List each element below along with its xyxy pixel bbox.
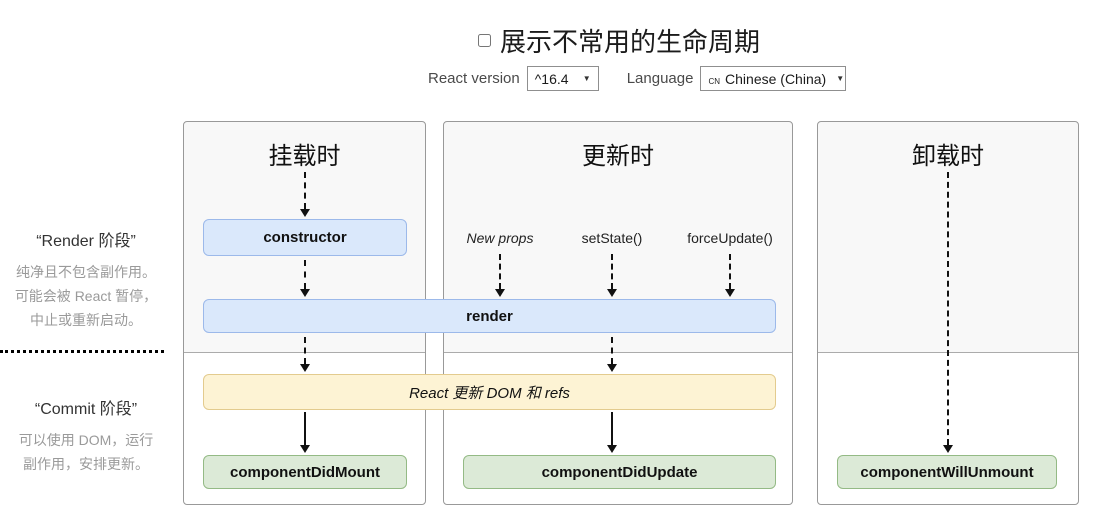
react-updates-dom-refs-box: React 更新 DOM 和 refs — [203, 374, 776, 410]
phase-divider-dotted-line — [0, 350, 164, 353]
arrow-render-to-domupdate-mounting — [304, 337, 306, 364]
constructor-box[interactable]: constructor — [203, 219, 407, 256]
render-phase-desc-line: 中止或重新启动。 — [30, 312, 142, 328]
render-box[interactable]: render — [203, 299, 776, 333]
arrow-mounting-to-constructor — [304, 172, 306, 209]
arrow-constructor-to-render — [304, 260, 306, 289]
react-version-value: ^16.4 — [534, 70, 569, 87]
componentdidupdate-box[interactable]: componentDidUpdate — [463, 455, 776, 489]
commit-phase-desc-line: 副作用，安排更新。 — [23, 456, 149, 472]
arrowhead — [495, 289, 505, 297]
page-title[interactable]: 展示不常用的生命周期 — [500, 27, 761, 57]
setstate-label[interactable]: setState() — [581, 230, 643, 246]
dropdown-arrow-icon: ▼ — [582, 74, 591, 83]
arrow-setstate-to-render — [611, 254, 613, 289]
arrow-render-to-domupdate-updating — [611, 337, 613, 364]
arrowhead — [607, 364, 617, 372]
header-controls-row: React version ^16.4 ▼ Language cn Chinese… — [428, 66, 847, 91]
column-title-mounting: 挂载时 — [268, 143, 341, 170]
arrowhead — [300, 289, 310, 297]
arrow-newprops-to-render — [499, 254, 501, 289]
column-title-unmounting: 卸载时 — [912, 143, 984, 170]
header-toggle-row: 展示不常用的生命周期 — [478, 22, 760, 59]
render-phase-desc: 纯净且不包含副作用。 可能会被 React 暂停， 中止或重新启动。 — [0, 260, 172, 332]
arrowhead — [607, 445, 617, 453]
componentdidmount-box[interactable]: componentDidMount — [203, 455, 407, 489]
language-country-code: cn — [708, 72, 721, 87]
arrowhead — [607, 289, 617, 297]
commit-phase-title: “Commit 阶段” — [34, 401, 138, 418]
language-name: Chinese (China) — [725, 70, 827, 87]
arrowhead — [300, 209, 310, 217]
arrowhead — [943, 445, 953, 453]
commit-phase-desc: 可以使用 DOM，运行 副作用，安排更新。 — [0, 428, 172, 476]
arrow-domupdate-to-didmount — [304, 412, 306, 445]
react-version-label: React version — [428, 70, 520, 87]
forceupdate-label[interactable]: forceUpdate() — [687, 230, 773, 246]
react-version-select[interactable]: ^16.4 ▼ — [526, 66, 599, 91]
render-phase-desc-line: 可能会被 React 暂停， — [14, 288, 158, 304]
componentwillunmount-box[interactable]: componentWillUnmount — [837, 455, 1057, 489]
arrow-forceupdate-to-render — [729, 254, 731, 289]
arrow-domupdate-to-didupdate — [611, 412, 613, 445]
commit-phase-note: “Commit 阶段” 可以使用 DOM，运行 副作用，安排更新。 — [0, 395, 172, 476]
dropdown-arrow-icon: ▼ — [836, 74, 845, 83]
language-select[interactable]: cn Chinese (China) ▼ — [700, 66, 847, 91]
render-phase-title: “Render 阶段” — [36, 233, 136, 250]
language-value: cn Chinese (China) — [708, 71, 826, 87]
commit-phase-desc-line: 可以使用 DOM，运行 — [18, 432, 154, 448]
new-props-label: New props — [466, 230, 534, 246]
arrowhead — [725, 289, 735, 297]
column-title-updating: 更新时 — [582, 143, 654, 170]
arrowhead — [300, 364, 310, 372]
arrow-unmounting-to-willunmount — [947, 172, 949, 445]
arrowhead — [300, 445, 310, 453]
render-phase-note: “Render 阶段” 纯净且不包含副作用。 可能会被 React 暂停， 中止… — [0, 227, 172, 332]
language-label: Language — [626, 70, 694, 87]
show-uncommon-lifecycles-checkbox[interactable] — [478, 34, 491, 47]
render-phase-desc-line: 纯净且不包含副作用。 — [16, 264, 156, 280]
